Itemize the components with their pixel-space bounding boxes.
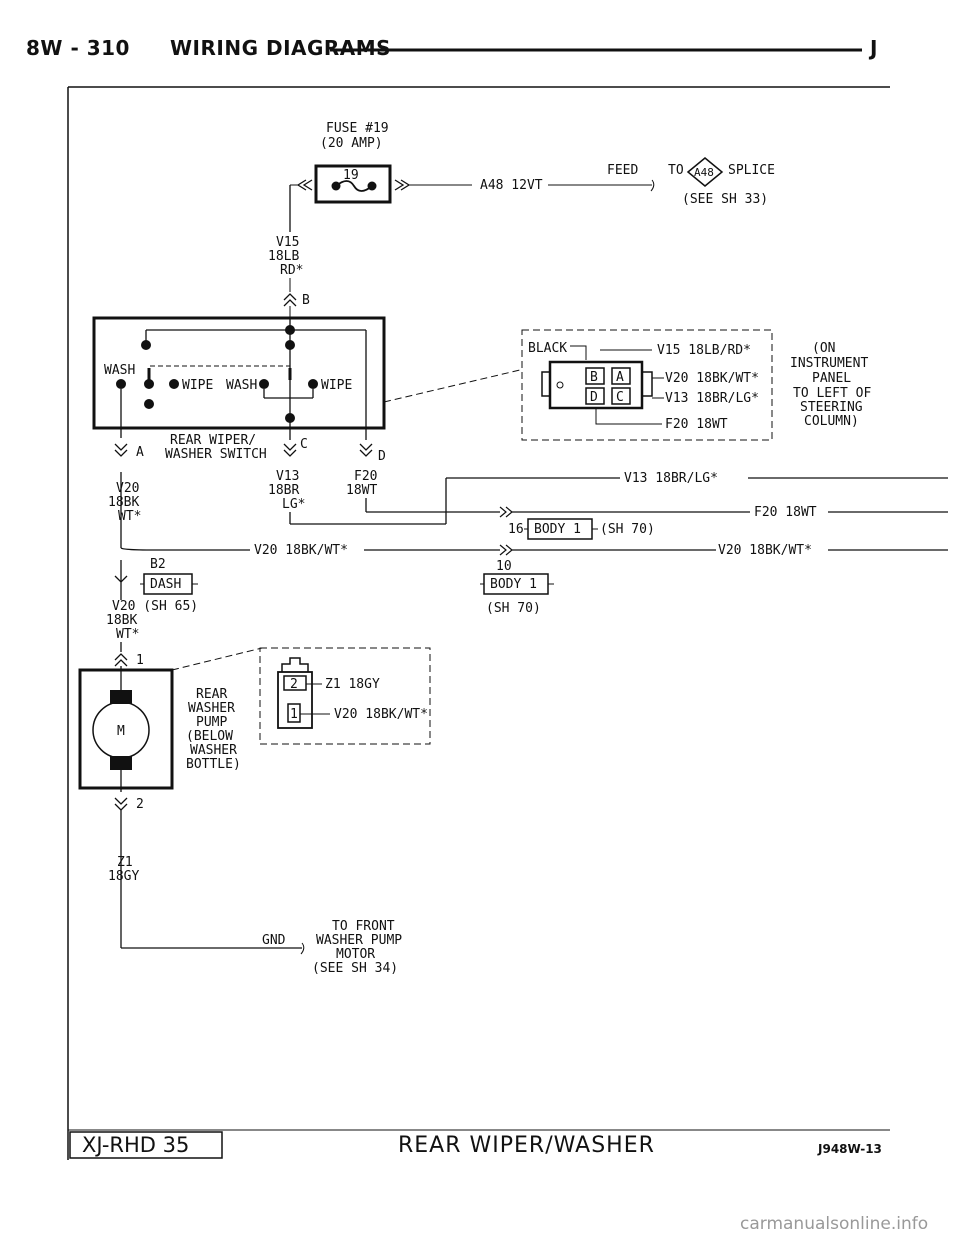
connector-color: BLACK [528, 341, 567, 356]
cavity-c: C [616, 390, 624, 405]
splice-label: SPLICE [728, 163, 775, 178]
pump-name-5: WASHER [190, 743, 237, 758]
footer-title: REAR WIPER/WASHER [398, 1133, 655, 1158]
fuse-block [314, 164, 392, 204]
feed-label: FEED [607, 163, 638, 178]
wire-f20-gauge: 18WT [346, 483, 377, 498]
pump-cavity-1: 1 [290, 707, 298, 722]
switch-name-1: REAR WIPER/ [170, 433, 256, 448]
connector-location-6: COLUMN) [804, 414, 859, 429]
pump-name-3: PUMP [196, 715, 227, 730]
pump-name-1: REAR [196, 687, 227, 702]
wire-v15-code: V15 [276, 235, 299, 250]
connector-wire-v13: V13 18BR/LG* [665, 391, 759, 406]
wire-z1-code: Z1 [117, 855, 133, 870]
connector-location-1: (ON [812, 341, 835, 356]
pump-name-2: WASHER [188, 701, 235, 716]
wire-v20b-code: V20 (SH 65) [112, 599, 198, 614]
body-bottom-cavity: 10 [496, 559, 512, 574]
splice-diamond [686, 157, 724, 187]
run-v20-right-label: V20 18BK/WT* [718, 543, 812, 558]
run-f20-label: F20 18WT [754, 505, 817, 520]
pump-pin-1: 1 [136, 653, 144, 668]
connector-location-4: TO LEFT OF [793, 386, 871, 401]
rear-wiper-washer-switch [92, 316, 386, 430]
body-top-cavity: 16 [508, 522, 524, 537]
footer-sheet-id: XJ-RHD 35 [82, 1133, 190, 1157]
wire-v13-gauge: 18BR [268, 483, 299, 498]
connector-leader [383, 369, 521, 403]
body-top-sheet: (SH 70) [600, 522, 655, 537]
connector-location-2: INSTRUMENT [790, 356, 868, 371]
feed-to: TO [668, 163, 684, 178]
fuse-number: 19 [343, 168, 359, 183]
dash-cavity: B2 [150, 557, 166, 572]
run-v20-label: V20 18BK/WT* [254, 543, 348, 558]
cavity-b: B [590, 370, 598, 385]
wire-v13-code: V13 [276, 469, 299, 484]
connector-wire-v20: V20 18BK/WT* [665, 371, 759, 386]
connector-location-5: STEERING [800, 400, 863, 415]
body-bottom-sheet: (SH 70) [486, 601, 541, 616]
wire-v20a-gauge: 18BK [108, 495, 139, 510]
connector-location-3: PANEL [812, 371, 851, 386]
switch-pin-a: A [136, 445, 144, 460]
wire-v20a-code: V20 [116, 481, 139, 496]
switch-wash-right: WASH [226, 378, 257, 393]
wire-f20-code: F20 [354, 469, 377, 484]
switch-pin-d: D [378, 449, 386, 464]
wire-v13-color: LG* [282, 497, 305, 512]
cavity-d: D [590, 390, 598, 405]
splice-id: A48 [694, 166, 714, 179]
wire-v20a-color: WT* [118, 509, 141, 524]
rear-washer-pump [78, 668, 174, 790]
body-top-label: BODY 1 [534, 522, 581, 537]
switch-wipe-left: WIPE [182, 378, 213, 393]
pump-wire-z1: Z1 18GY [325, 677, 380, 692]
connector-wire-f20: F20 18WT [665, 417, 728, 432]
ground-to-1: TO FRONT [332, 919, 395, 934]
pump-name-6: BOTTLE) [186, 757, 241, 772]
switch-wash-left: WASH [104, 363, 135, 378]
pump-pin-2: 2 [136, 797, 144, 812]
watermark: carmanualsonline.info [740, 1214, 929, 1234]
sheet-id-box [69, 1131, 223, 1159]
fuse-wire-a48: A48 12VT [480, 178, 543, 193]
fuse-rating: (20 AMP) [320, 136, 383, 151]
ground-to-4: (SEE SH 34) [312, 961, 398, 976]
switch-name-2: WASHER SWITCH [165, 447, 267, 462]
pump-connector-box [259, 647, 431, 745]
pump-wire-v20: V20 18BK/WT* [334, 707, 428, 722]
wire-v20b-gauge: 18BK [106, 613, 137, 628]
pump-cavity-2: 2 [290, 677, 298, 692]
body-bottom-label: BODY 1 [490, 577, 537, 592]
wire-v20b-color: WT* [116, 627, 139, 642]
cavity-a: A [616, 370, 624, 385]
fuse-title: FUSE #19 [326, 121, 389, 136]
header-code: J [870, 36, 878, 60]
wire-v15-color: RD* [280, 263, 303, 278]
run-v13-label: V13 18BR/LG* [624, 471, 718, 486]
wire-v15-gauge: 18LB [268, 249, 299, 264]
switch-pin-c: C [300, 437, 308, 452]
pump-motor-label: M [117, 724, 125, 739]
pump-name-4: (BELOW [186, 729, 233, 744]
wire-z1-gauge: 18GY [108, 869, 139, 884]
connector-wire-v15: V15 18LB/RD* [657, 343, 751, 358]
header-section-title: WIRING DIAGRAMS [170, 36, 392, 60]
ground-label: GND [262, 933, 286, 948]
header-page-number: 8W - 310 [26, 36, 130, 60]
switch-pin-b: B [302, 293, 310, 308]
splice-sheet-ref: (SEE SH 33) [682, 192, 768, 207]
ground-to-2: WASHER PUMP [316, 933, 402, 948]
fuse-element [335, 180, 373, 192]
ground-to-3: MOTOR [336, 947, 375, 962]
switch-connector-box [521, 329, 773, 441]
switch-wipe-right: WIPE [321, 378, 352, 393]
dash-label: DASH [150, 577, 181, 592]
footer-figure-code: J948W-13 [818, 1142, 882, 1156]
